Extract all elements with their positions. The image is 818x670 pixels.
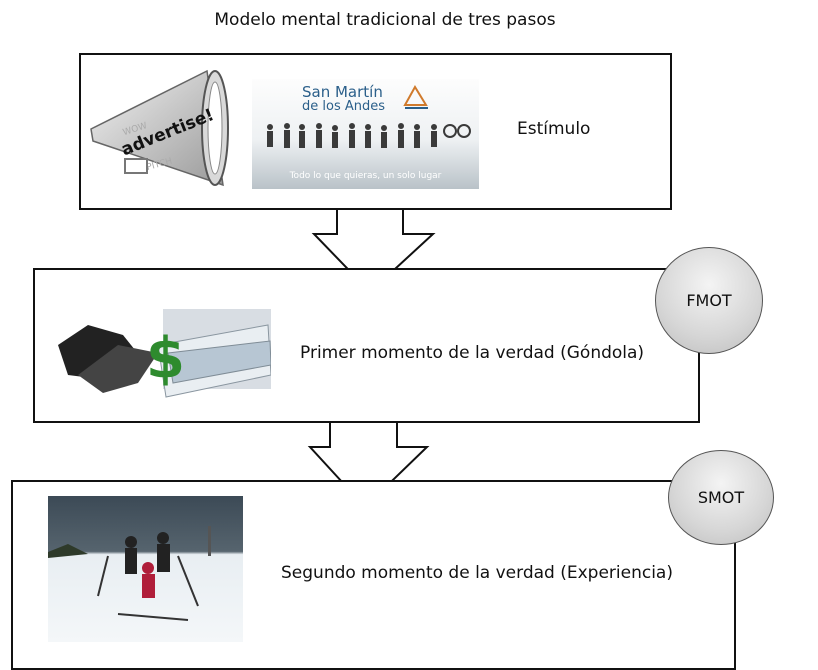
step-box-stimulus: WOW PITCH advertise! San Martín de los A… bbox=[79, 53, 672, 210]
people-silhouettes-icon bbox=[267, 123, 471, 148]
san-martin-poster-image: San Martín de los Andes Tod bbox=[252, 79, 479, 189]
smot-badge: SMOT bbox=[668, 450, 774, 545]
handshake-money-tickets-image: $ bbox=[48, 305, 271, 412]
step-box-smot: Segundo momento de la verdad (Experienci… bbox=[11, 480, 736, 670]
step-label-fmot: Primer momento de la verdad (Góndola) bbox=[300, 343, 645, 363]
poster-brand-line2: de los Andes bbox=[302, 99, 386, 114]
step-label-smot: Segundo momento de la verdad (Experienci… bbox=[281, 563, 673, 583]
step-label-stimulus: Estímulo bbox=[517, 119, 591, 139]
diagram-title: Modelo mental tradicional de tres pasos bbox=[214, 10, 556, 30]
mountain-logo-icon bbox=[403, 85, 428, 109]
fmot-badge-label: FMOT bbox=[686, 291, 732, 310]
svg-text:$: $ bbox=[146, 326, 185, 391]
skiers-photo-image bbox=[48, 496, 243, 642]
fmot-badge: FMOT bbox=[655, 247, 763, 354]
poster-brand-line1: San Martín bbox=[302, 83, 383, 101]
smot-badge-label: SMOT bbox=[697, 488, 745, 507]
megaphone-advertise-image: WOW PITCH advertise! bbox=[89, 67, 237, 195]
poster-tagline: Todo lo que quieras, un solo lugar bbox=[289, 171, 442, 181]
step-box-fmot: $ Primer momento de la verdad (Góndola) bbox=[33, 268, 700, 423]
